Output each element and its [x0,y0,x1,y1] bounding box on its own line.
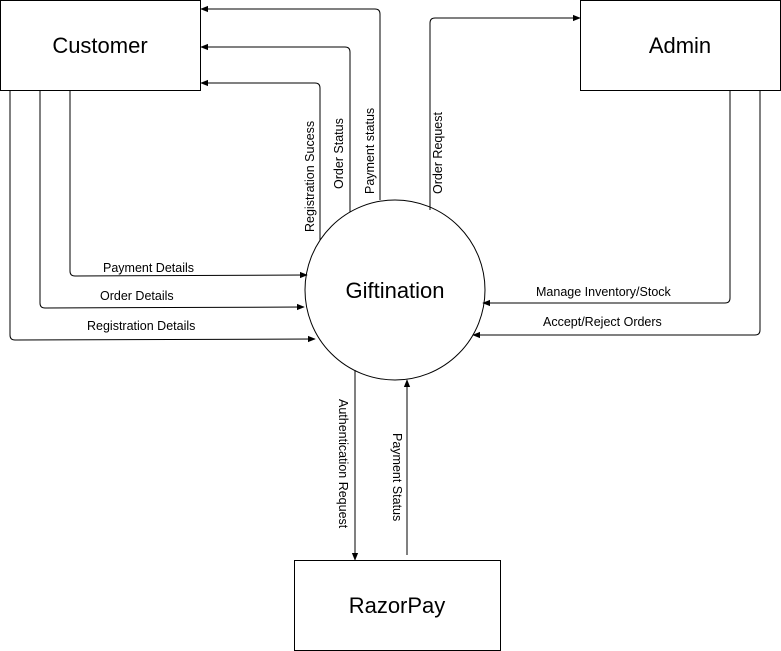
manage-inventory-arrow [482,90,731,307]
manage-inventory-label: Manage Inventory/Stock [536,285,672,299]
order-details-arrow [39,90,305,311]
registration-success-label: Registration Sucess [303,121,317,232]
payment-status-to-customer-label: Payment status [363,108,377,194]
razorpay-label: RazorPay [349,593,446,618]
payment-details-arrow [69,90,308,279]
accept-reject-orders-label: Accept/Reject Orders [543,315,662,329]
order-status-label: Order Status [332,118,346,189]
authentication-request-label: Authentication Request [336,399,350,529]
customer-label: Customer [52,33,147,58]
payment-status-to-customer-arrow [200,5,381,200]
registration-details-arrow [9,90,316,343]
giftination-process[interactable]: Giftination [304,199,486,381]
payment-details-label: Payment Details [103,261,194,275]
customer-entity[interactable]: Customer [0,0,201,91]
accept-reject-orders-arrow [472,90,761,339]
razorpay-entity[interactable]: RazorPay [294,560,501,651]
giftination-label: Giftination [345,278,444,303]
admin-label: Admin [649,33,711,58]
order-request-label: Order Request [431,111,445,194]
registration-details-label: Registration Details [87,319,195,333]
order-request-arrow [429,14,581,210]
payment-status-from-razorpay-label: Payment Status [390,433,404,521]
order-status-arrow [200,43,351,212]
order-details-label: Order Details [100,289,174,303]
admin-entity[interactable]: Admin [580,0,781,91]
registration-success-arrow [200,79,321,240]
